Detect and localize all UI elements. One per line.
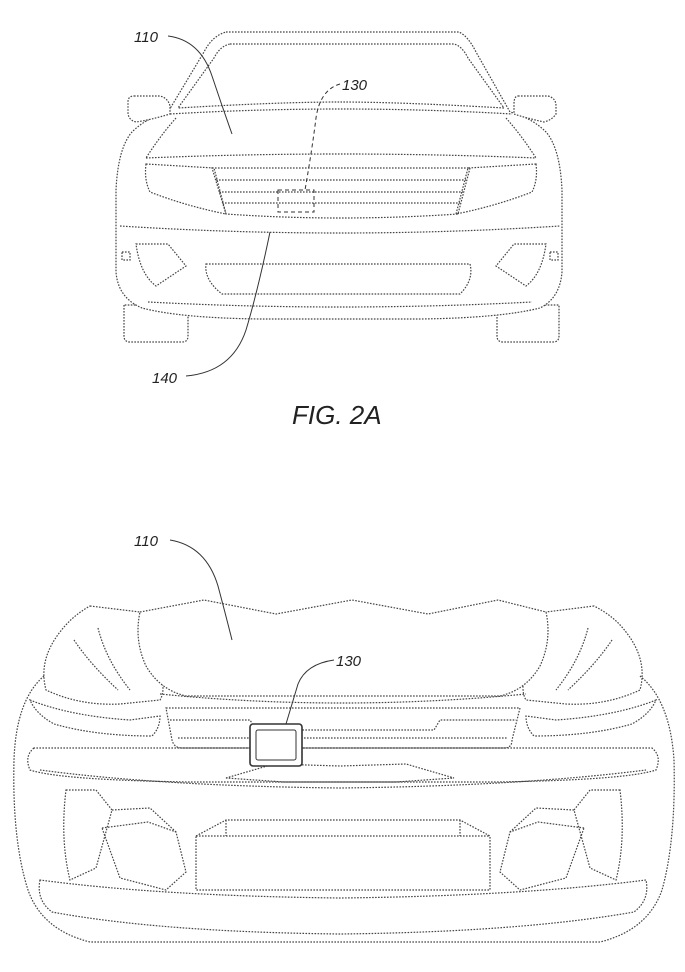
right-fog-light: [495, 243, 547, 287]
ref-130-b: 130: [336, 653, 362, 670]
sensor-130-box: [277, 189, 315, 213]
sensor-130-box-b: [249, 723, 303, 767]
center-lower-intake: [195, 819, 491, 891]
bumper-beam-shadow: [39, 769, 647, 789]
left-headlight-blade: [28, 698, 161, 737]
right-inner-strut: [499, 821, 585, 891]
right-diagonal-brace: [509, 807, 575, 833]
upper-grille-opening: [165, 707, 521, 749]
front-body-outline: [13, 675, 675, 943]
left-fender-crease-2: [73, 639, 119, 691]
left-mirror: [127, 95, 171, 123]
windshield: [176, 43, 506, 109]
left-diagonal-brace: [111, 807, 177, 833]
hood-110: [137, 599, 549, 697]
hood-crease-right: [505, 117, 537, 159]
ref-140-a: 140: [152, 370, 178, 387]
left-fender-crease: [97, 627, 131, 691]
ref-130-a: 130: [342, 77, 368, 94]
leader-110-b: [169, 539, 233, 641]
hood-front-lip: [159, 693, 527, 704]
left-front-tire: [123, 304, 189, 343]
right-headlight-blade: [525, 698, 658, 737]
left-side-marker: [121, 251, 131, 261]
right-mirror: [513, 95, 557, 123]
right-front-tire: [496, 304, 560, 343]
car-body-outline: [115, 31, 563, 320]
leader-140-a: [185, 231, 271, 377]
ref-110-b: 110: [134, 533, 159, 550]
ref-110-a: 110: [134, 29, 159, 46]
left-inner-strut: [101, 821, 187, 891]
bumper-beam: [27, 747, 659, 783]
upper-grille: [211, 167, 471, 219]
hood-front-edge: [145, 153, 537, 159]
left-fog-light: [135, 243, 187, 287]
right-fender-crease: [555, 627, 589, 691]
chin-splitter: [38, 879, 648, 935]
right-side-marker: [549, 251, 559, 261]
bumper-line: [119, 225, 561, 234]
lower-lip: [147, 301, 533, 308]
leader-130-a: [304, 83, 341, 191]
right-fender-crease-2: [567, 639, 613, 691]
leader-110-a: [167, 35, 233, 135]
figure-2a: 110 130 140 FIG. 2A: [115, 29, 563, 430]
sensor-130-lens: [255, 729, 297, 761]
figure-caption-2a: FIG. 2A: [292, 400, 382, 430]
left-headlight: [144, 163, 227, 215]
hood-crease-left: [145, 117, 177, 159]
right-headlight: [455, 163, 538, 215]
leader-130-b: [285, 659, 335, 725]
figure-2b: 110 130: [13, 533, 675, 943]
grille-inner-ledge: [170, 719, 516, 731]
lower-grille: [205, 263, 472, 295]
